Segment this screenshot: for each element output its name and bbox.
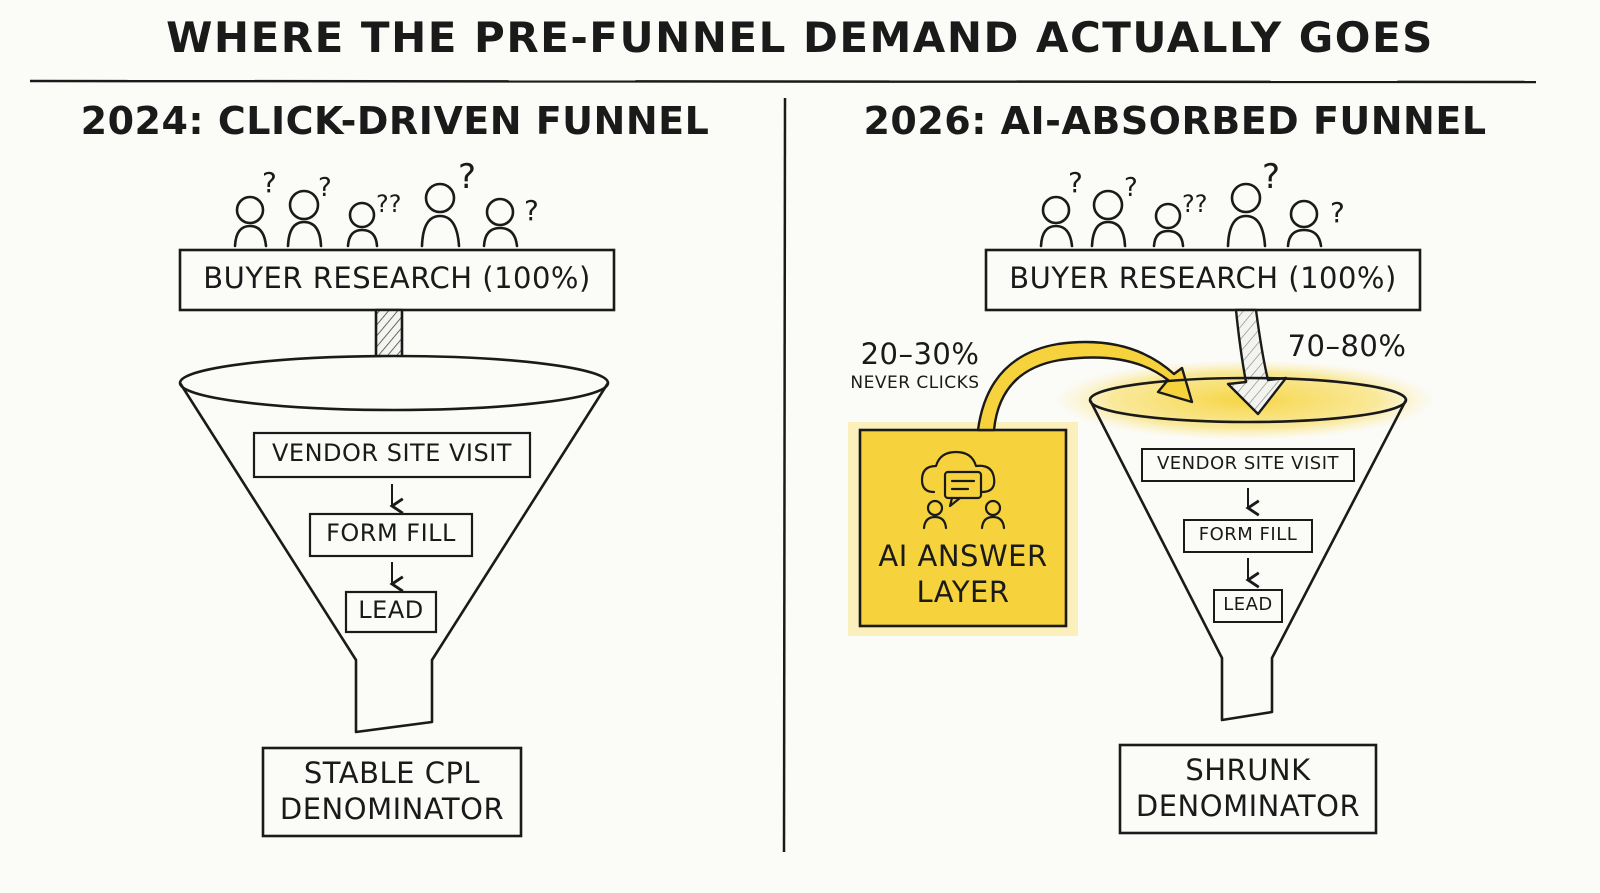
diverted-note-label: NEVER CLICKS [850,373,980,393]
left-stage-lead-label: LEAD [358,596,424,624]
right-funnel [1088,376,1408,722]
left-stage-lead-box [344,590,438,634]
left-stage-vendor-label: VENDOR SITE VISIT [272,439,512,467]
right-outcome-line-1: SHRUNK [1185,753,1311,787]
left-funnel [178,354,610,734]
right-stage-vendor-box [1141,448,1355,482]
question-mark-icon: ? ? ?? ? ? [262,157,539,227]
left-stage-form-box [308,512,474,558]
right-outcome-line-2: DENOMINATOR [1135,789,1361,823]
right-stage-lead-label: LEAD [1223,594,1273,615]
left-research-label: BUYER RESEARCH (100%) [203,261,591,295]
question-mark-icon: ? ? ?? ? ? [1068,157,1345,229]
left-stage-form-label: FORM FILL [326,519,456,547]
left-outcome-line-1: STABLE CPL [303,756,481,790]
left-crowd [233,182,519,248]
svg-text:?: ? [1330,196,1345,229]
person-icon [1039,195,1074,248]
svg-text:?: ? [524,194,539,227]
person-icon [346,201,379,248]
page-title: WHERE THE PRE-FUNNEL DEMAND ACTUALLY GOE… [166,13,1434,62]
left-outcome-line-2: DENOMINATOR [279,792,505,826]
right-panel-heading: 2026: AI-ABSORBED FUNNEL [863,99,1487,143]
svg-text:??: ?? [376,190,401,218]
ai-box-line-1: AI ANSWER [878,539,1048,573]
person-icon [1226,182,1267,248]
right-crowd [1039,182,1323,248]
person-icon [1152,202,1185,248]
ai-box-line-2: LAYER [916,575,1010,609]
svg-text:?: ? [318,173,332,203]
right-outcome-box [1118,743,1378,835]
panel-divider [782,97,787,853]
ai-answer-box [858,428,1068,628]
right-stage-form-label: FORM FILL [1198,524,1298,545]
right-stage-vendor-label: VENDOR SITE VISIT [1156,453,1340,474]
cloud-chat-icon [920,450,1006,530]
funnel-share-label: 70–80% [1287,329,1407,363]
svg-text:??: ?? [1182,190,1207,218]
right-stage-form-box [1183,519,1313,553]
person-icon [286,189,323,248]
svg-text:?: ? [262,166,277,199]
diverted-share-label: 20–30% [860,337,980,371]
person-icon [1286,199,1323,248]
person-icon [1090,189,1127,248]
diversion-arrow [976,340,1194,432]
left-outcome-box [261,746,523,838]
svg-text:?: ? [1068,166,1083,199]
left-stage-vendor-box [252,431,532,479]
svg-text:?: ? [1262,157,1280,197]
funnel-share-arrow [1226,308,1288,416]
person-icon [482,197,519,248]
svg-text:?: ? [458,157,476,197]
person-icon [233,195,268,248]
person-icon [420,182,461,248]
right-stage-lead-box [1213,589,1283,623]
left-research-box [178,248,616,312]
title-underline [29,79,1537,84]
right-research-label: BUYER RESEARCH (100%) [1009,261,1397,295]
right-research-box [984,248,1422,312]
left-panel-heading: 2024: CLICK-DRIVEN FUNNEL [80,99,710,143]
svg-text:?: ? [1124,173,1138,203]
